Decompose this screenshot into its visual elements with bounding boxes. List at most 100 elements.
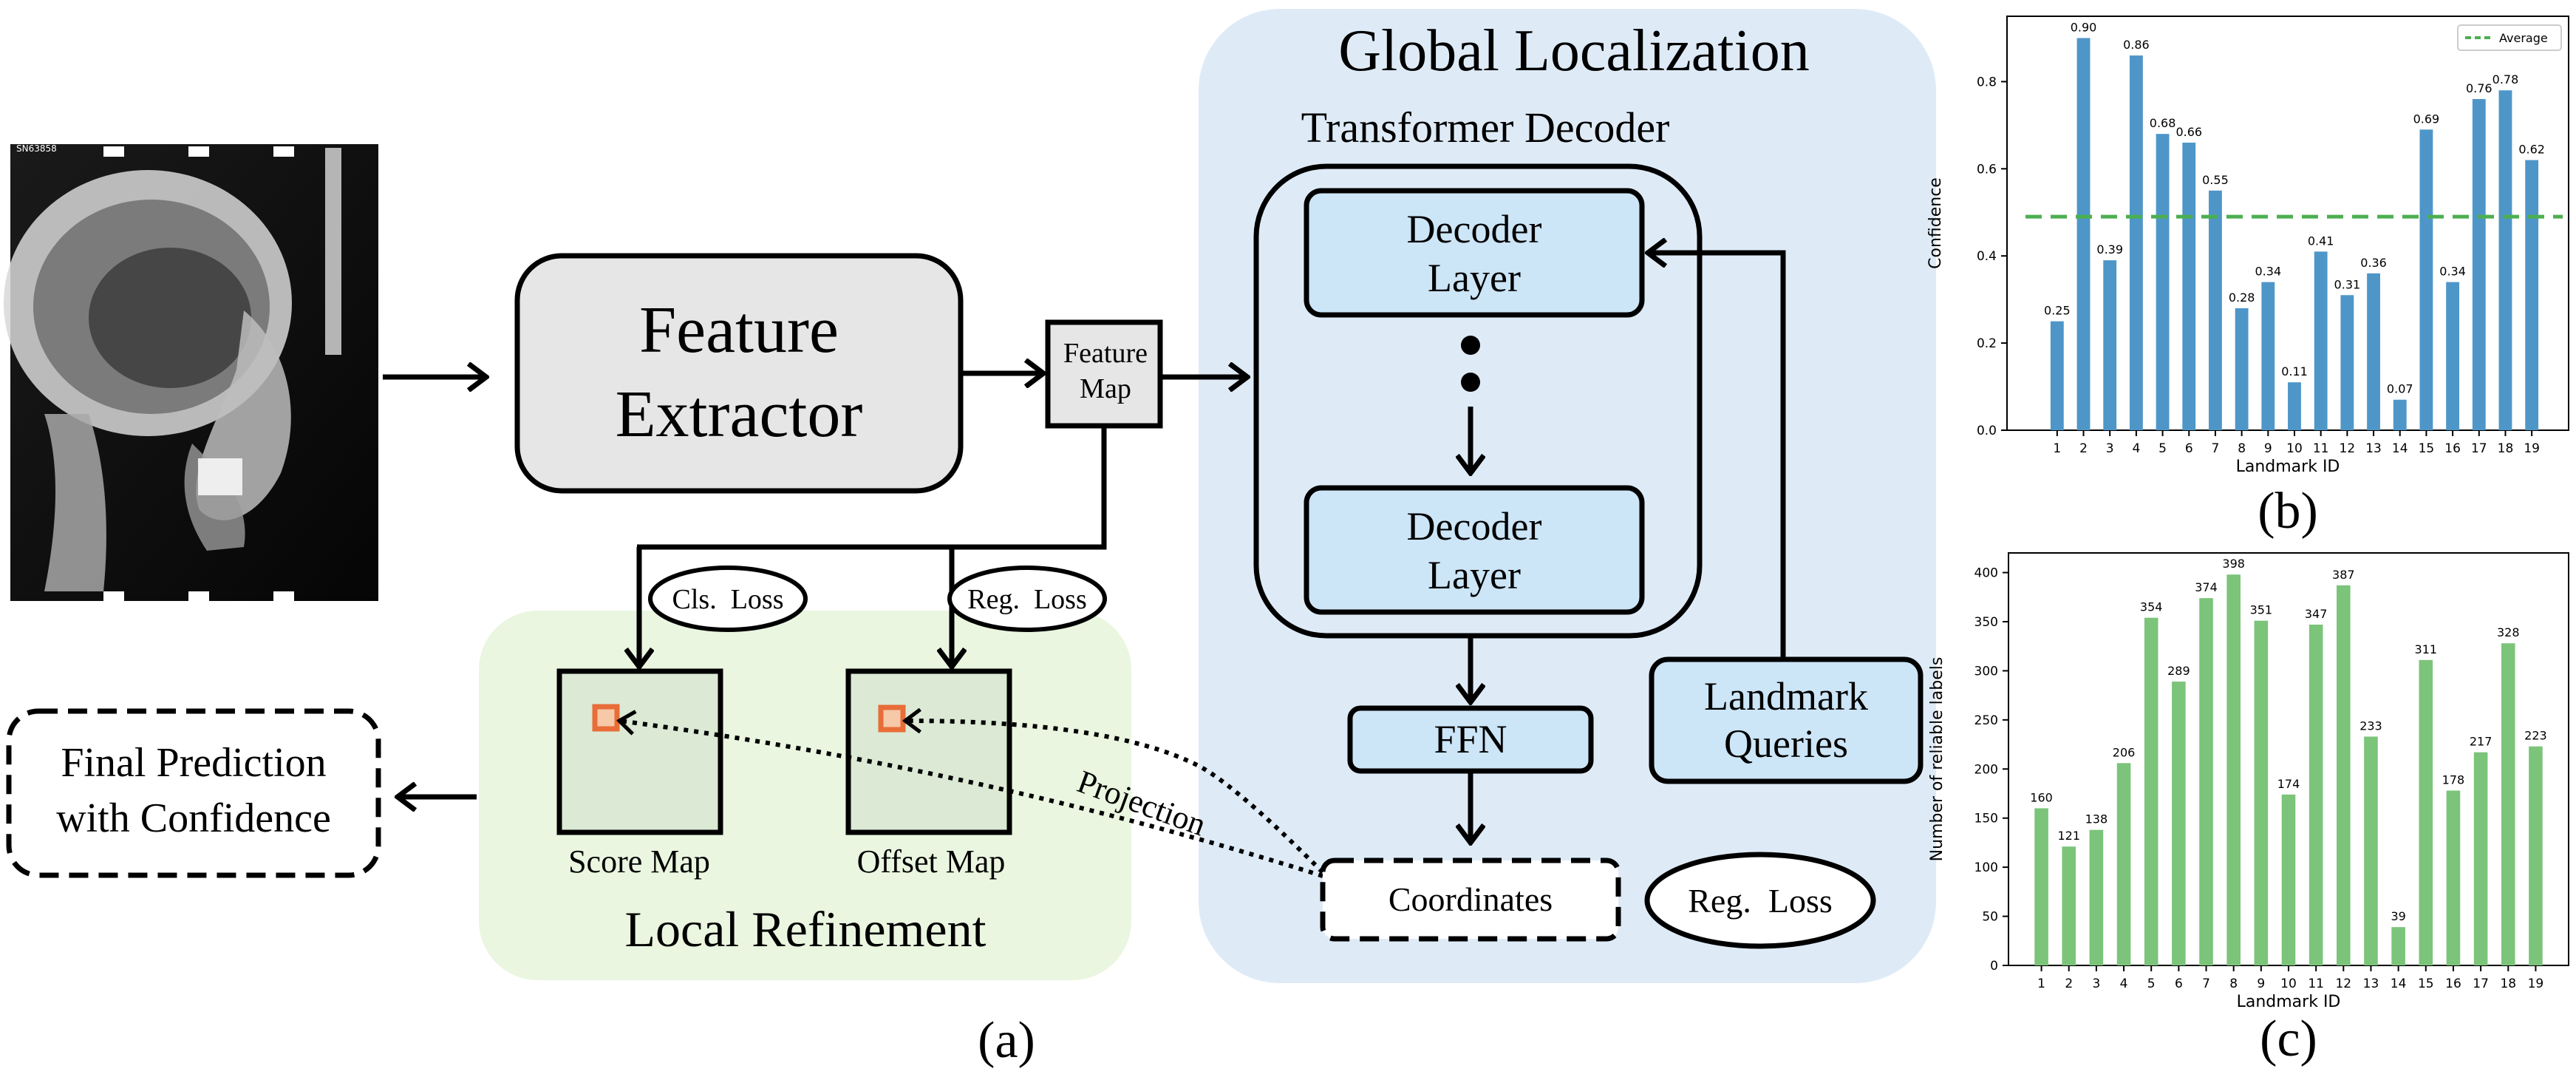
final-prediction-box (6, 708, 381, 878)
reliable-labels-chart: 0501001502002503003504001601121213832064… (1928, 552, 2569, 1067)
bar-value-label: 0.55 (2202, 173, 2229, 187)
bar-value-label: 39 (2391, 909, 2405, 923)
bar (2235, 308, 2249, 430)
bar-value-label: 138 (2085, 812, 2108, 826)
feature-map-branch-line (637, 427, 1107, 550)
bar-value-label: 311 (2415, 642, 2438, 656)
bar (2034, 808, 2048, 965)
bar (2281, 794, 2296, 965)
bar (2050, 321, 2064, 430)
x-tick-label: 19 (2528, 977, 2544, 991)
ffn-box (1347, 705, 1594, 774)
bar-value-label: 0.36 (2360, 256, 2387, 270)
y-tick-label: 200 (1974, 762, 1998, 777)
bar-value-label: 0.28 (2229, 291, 2255, 305)
legend-box (2457, 24, 2562, 51)
bar (2261, 282, 2275, 430)
y-tick-label: 400 (1974, 566, 1998, 581)
x-tick-label: 6 (2185, 441, 2193, 456)
projection-arrow-to-score (619, 721, 1323, 878)
x-tick-label: 1 (2037, 977, 2045, 991)
cls-loss-label: Cls. Loss (672, 584, 784, 615)
x-tick-label: 14 (2392, 441, 2408, 456)
coordinates-label: Coordinates (1388, 880, 1553, 918)
bar (2419, 129, 2433, 430)
bar-value-label: 0.41 (2308, 234, 2334, 248)
x-tick-label: 2 (2065, 977, 2073, 991)
caption-a: (a) (978, 1012, 1035, 1069)
global-reg-loss-label: Reg. Loss (1688, 882, 1833, 920)
chart-frame (2006, 16, 2569, 431)
y-tick-label: 150 (1974, 812, 1998, 826)
bar (2367, 273, 2380, 430)
bar-value-label: 121 (2057, 829, 2080, 843)
bar-value-label: 178 (2442, 773, 2465, 787)
feature-extractor-label-line2: Extractor (616, 378, 863, 451)
bar (2472, 99, 2486, 430)
score-map-highlight (592, 704, 620, 732)
bar (2144, 617, 2158, 965)
bar-value-label: 206 (2113, 745, 2136, 759)
feature-map-label-line2: Map (1080, 373, 1131, 404)
bar (2062, 846, 2076, 965)
decoder-layer-top-line1: Decoder (1407, 207, 1542, 251)
x-tick-label: 13 (2363, 977, 2379, 991)
feature-map-label-line1: Feature (1063, 338, 1148, 369)
bar-value-label: 0.39 (2096, 242, 2123, 257)
x-tick-label: 15 (2418, 977, 2434, 991)
x-tick-label: 5 (2147, 977, 2156, 991)
bar (2501, 643, 2515, 965)
bar-value-label: 0.25 (2044, 304, 2071, 318)
y-tick-label: 50 (1982, 910, 1998, 925)
landmark-queries-line1: Landmark (1704, 674, 1868, 719)
bar (2498, 90, 2512, 431)
bar-value-label: 0.62 (2518, 143, 2545, 157)
x-tick-label: 18 (2500, 977, 2516, 991)
x-axis-label: Landmark ID (2236, 458, 2340, 476)
bar-value-label: 328 (2497, 625, 2520, 639)
bar-value-label: 0.66 (2175, 125, 2202, 139)
bar-value-label: 0.34 (2255, 265, 2282, 279)
x-tick-label: 9 (2264, 441, 2272, 456)
ellipsis-dot-2 (1461, 373, 1480, 392)
decoder-layer-top-line2: Layer (1428, 256, 1521, 300)
x-tick-label: 17 (2473, 977, 2489, 991)
bar-value-label: 354 (2140, 600, 2163, 614)
decoder-layer-bottom-line1: Decoder (1407, 504, 1542, 549)
y-tick-label: 0.0 (1977, 424, 1997, 438)
coordinates-box (1320, 857, 1621, 942)
x-tick-label: 11 (2313, 441, 2329, 456)
local-reg-loss-label: Reg. Loss (967, 584, 1087, 615)
bar (2129, 55, 2143, 430)
bar (2525, 160, 2539, 431)
x-tick-label: 14 (2391, 977, 2407, 991)
bar (2182, 142, 2196, 430)
y-tick-label: 0.6 (1977, 162, 1997, 177)
x-tick-label: 3 (2106, 441, 2114, 456)
x-tick-label: 6 (2175, 977, 2183, 991)
x-tick-label: 9 (2257, 977, 2265, 991)
ffn-label: FFN (1434, 717, 1507, 761)
bar (2089, 829, 2104, 965)
x-tick-label: 12 (2340, 441, 2356, 456)
bar-value-label: 0.31 (2334, 277, 2361, 291)
bar-value-label: 233 (2359, 719, 2382, 733)
bar (2103, 260, 2117, 430)
final-prediction-line1: Final Prediction (61, 740, 326, 786)
bar-value-label: 0.90 (2071, 20, 2097, 34)
y-tick-label: 250 (1974, 713, 1998, 728)
global-localization-title: Global Localization (1338, 18, 1810, 84)
global-reg-loss-ellipse (1644, 852, 1876, 949)
bar (2308, 624, 2323, 965)
bar-value-label: 289 (2167, 664, 2190, 678)
x-tick-label: 19 (2524, 441, 2540, 456)
x-tick-label: 1 (2053, 441, 2061, 456)
landmark-queries-line2: Queries (1724, 721, 1848, 766)
y-tick-label: 0 (1990, 959, 1998, 974)
offset-map-highlight (878, 704, 906, 733)
feature-extractor-label-line1: Feature (639, 293, 839, 367)
bar (2473, 752, 2488, 965)
bar-value-label: 0.34 (2439, 265, 2466, 279)
y-axis-label: Number of reliable labels (1928, 657, 1946, 862)
landmark-queries-box (1649, 656, 1924, 784)
